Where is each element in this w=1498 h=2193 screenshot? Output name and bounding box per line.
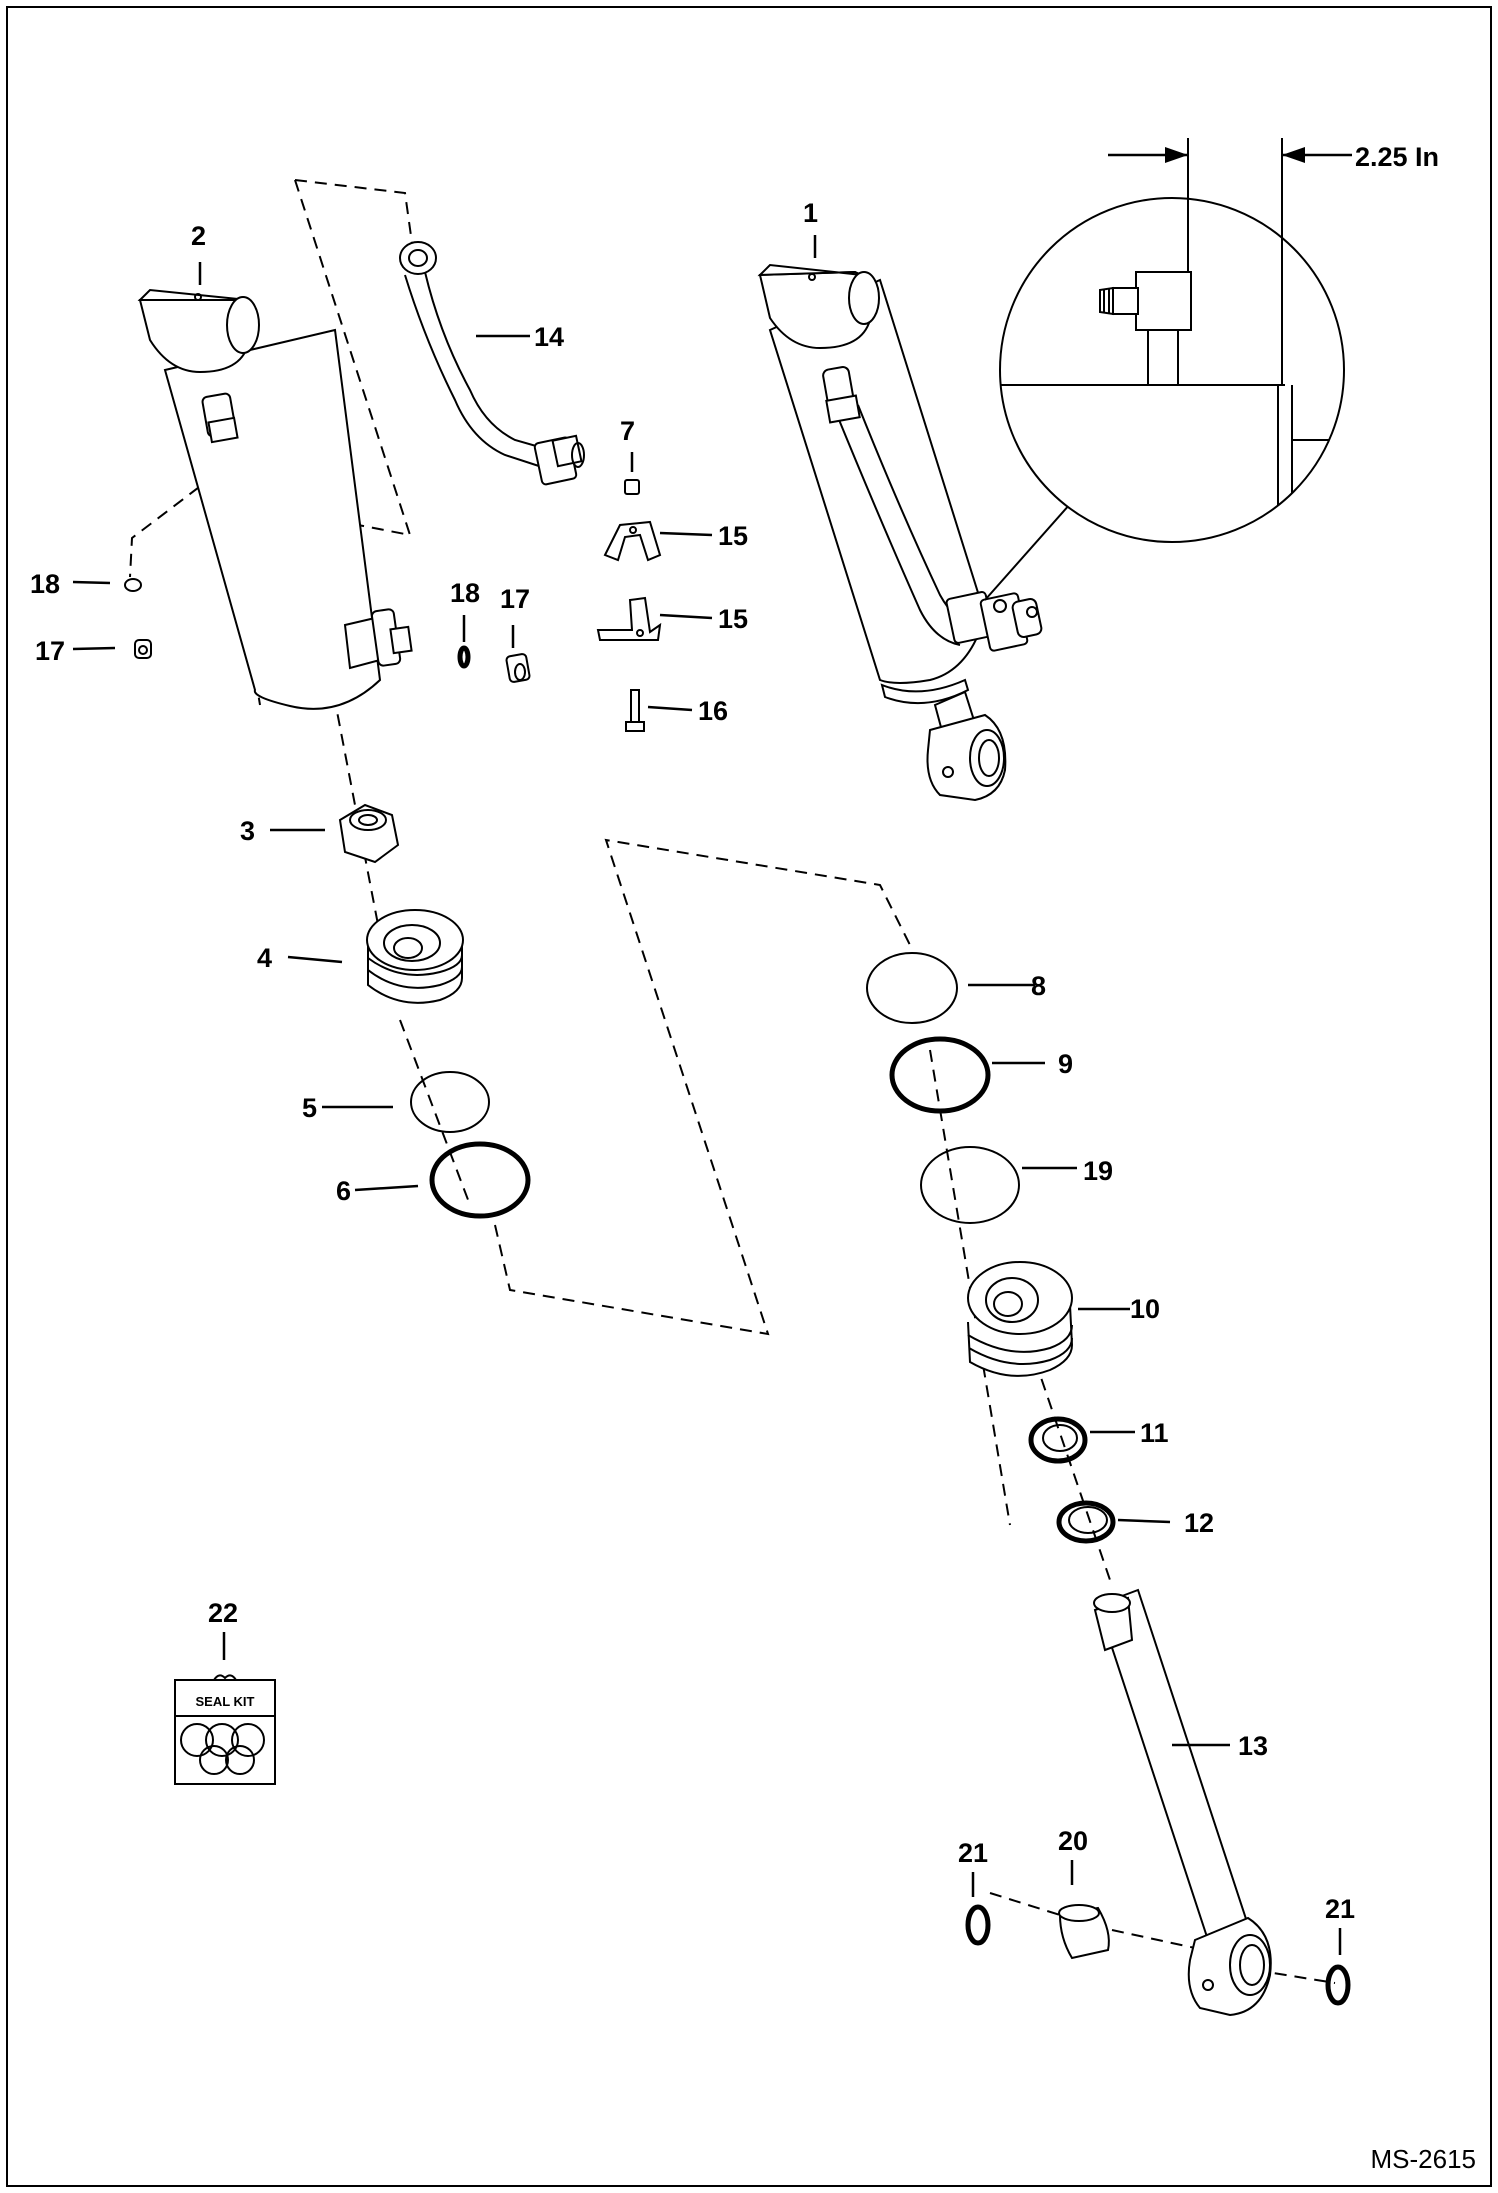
callout-18-left: 18: [30, 569, 60, 599]
callout-18-right: 18: [450, 578, 480, 608]
callout-22: 22: [208, 1598, 238, 1628]
callout-14: 14: [534, 322, 564, 352]
plug-part-17-left: [134, 639, 152, 659]
callout-labels: 1 2 3 4 5 6 7 8 9 10 11 12 13 14 15 15 1…: [30, 198, 1355, 1924]
seal-kit-label: SEAL KIT: [196, 1694, 255, 1709]
nut-part-3: [338, 803, 400, 864]
callout-15-lower: 15: [718, 604, 748, 634]
rod-part-13: [1093, 1588, 1272, 2017]
callout-9: 9: [1058, 1049, 1073, 1079]
document-id: MS-2615: [1370, 2144, 1477, 2174]
backup-ring-part-9: [889, 1036, 991, 1114]
backup-ring-part-6: [429, 1141, 531, 1219]
head-part-10: [967, 1261, 1074, 1377]
callout-11: 11: [1140, 1418, 1169, 1448]
seal-kit-part-22: [174, 1674, 276, 1785]
o-ring-part-18-left: [124, 578, 142, 592]
o-ring-part-5: [410, 1071, 490, 1133]
ring-part-19: [920, 1146, 1020, 1224]
callout-10: 10: [1130, 1294, 1160, 1324]
o-ring-part-8: [866, 952, 958, 1024]
clamp-part-15-upper: [603, 520, 662, 562]
o-ring-part-18-right: [457, 645, 471, 669]
nut-part-7: [624, 479, 640, 495]
callout-3: 3: [240, 816, 255, 846]
callout-12: 12: [1184, 1508, 1214, 1538]
snap-ring-part-21-left: [965, 1904, 991, 1946]
callout-13: 13: [1238, 1731, 1268, 1761]
callout-4: 4: [257, 943, 272, 973]
bolt-part-16: [625, 689, 645, 732]
callout-20: 20: [1058, 1826, 1088, 1856]
seal-part-11: [1028, 1416, 1088, 1464]
callout-2: 2: [191, 221, 206, 251]
clamp-part-15-lower: [596, 596, 662, 641]
barrel-part-2: [137, 288, 413, 710]
callout-15-upper: 15: [718, 521, 748, 551]
leader-lines: [72, 235, 1342, 1955]
callout-5: 5: [302, 1093, 317, 1123]
callout-19: 19: [1083, 1156, 1113, 1186]
tube-part-14: [399, 241, 585, 486]
callout-21-right: 21: [1325, 1894, 1355, 1924]
bushing-part-20: [1058, 1904, 1110, 1960]
detail-magnifier: [999, 138, 1352, 543]
callout-21-left: 21: [958, 1838, 988, 1868]
callout-6: 6: [336, 1176, 351, 1206]
snap-ring-part-21-right: [1325, 1964, 1351, 2006]
callout-17-left: 17: [35, 636, 65, 666]
callout-16: 16: [698, 696, 728, 726]
callout-17-right: 17: [500, 584, 530, 614]
callout-8: 8: [1031, 971, 1046, 1001]
callout-1: 1: [803, 198, 818, 228]
piston-part-4: [366, 909, 464, 1004]
plug-part-17-right: [505, 653, 531, 683]
callout-7: 7: [620, 416, 635, 446]
dimension-label: 2.25 In: [1355, 142, 1439, 172]
wiper-part-12: [1056, 1500, 1116, 1544]
assembled-cylinder-part-1: [757, 263, 1079, 802]
